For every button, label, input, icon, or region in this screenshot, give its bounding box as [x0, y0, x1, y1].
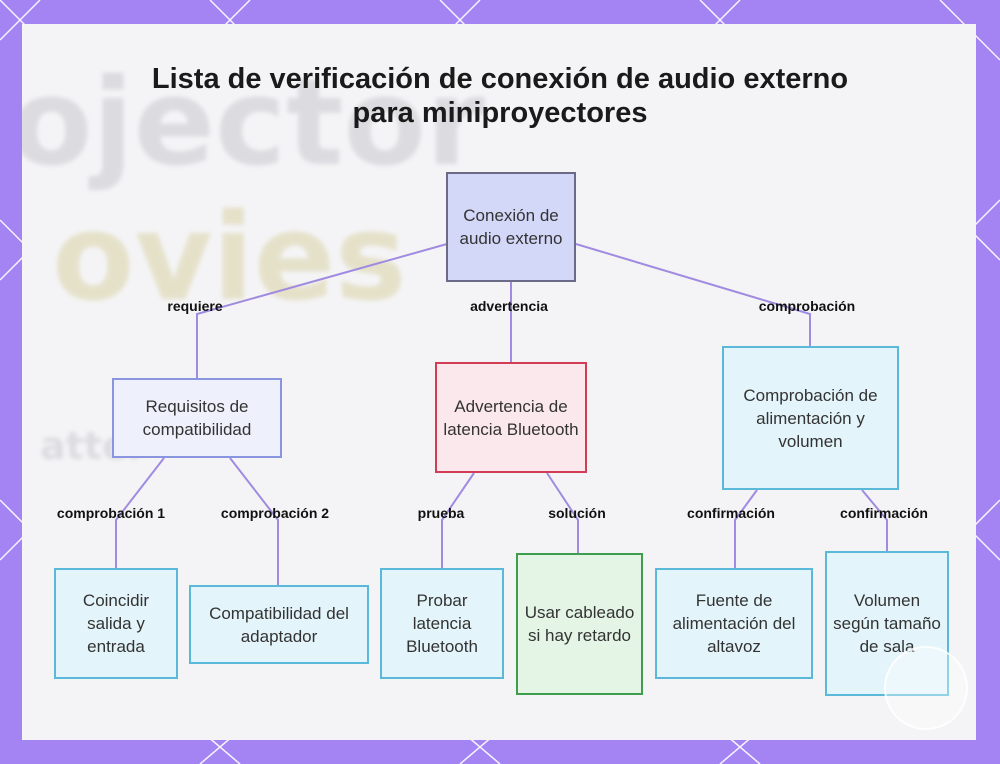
- node-test-bluetooth-latency: Probar latencia Bluetooth: [380, 568, 504, 679]
- edge-label-confirm-2: confirmación: [840, 505, 928, 521]
- node-compatibility-requirements: Requisitos de compatibilidad: [112, 378, 282, 458]
- node-power-volume-check: Comprobación de alimentación y volumen: [722, 346, 899, 490]
- edge-power-speaker: [734, 489, 758, 568]
- edge-label-check: comprobación: [758, 298, 856, 314]
- node-use-wired: Usar cableado si hay retardo: [516, 553, 643, 695]
- edge-label-check-1: comprobación 1: [56, 505, 166, 521]
- diagram-title: Lista de verificación de conexión de aud…: [151, 63, 849, 129]
- edge-power-volume: [861, 489, 888, 551]
- logo-watermark: [884, 646, 968, 730]
- edge-latency-wired: [546, 472, 579, 553]
- node-match-output-input: Coincidir salida y entrada: [54, 568, 178, 679]
- node-root-external-audio: Conexión de audio externo: [446, 172, 576, 282]
- background-watermark-1: ojector: [22, 54, 486, 193]
- edge-label-solution: solución: [548, 505, 606, 521]
- edge-compat-adapter: [229, 457, 279, 585]
- edge-label-confirm-1: confirmación: [687, 505, 775, 521]
- edge-label-requires: requiere: [167, 298, 223, 314]
- edge-root-compat: [196, 243, 448, 378]
- node-speaker-power: Fuente de alimentación del altavoz: [655, 568, 813, 679]
- edge-root-power: [575, 243, 811, 346]
- node-adapter-compatibility: Compatibilidad del adaptador: [189, 585, 369, 664]
- edge-label-test: prueba: [417, 505, 465, 521]
- edge-latency-test: [441, 472, 475, 568]
- node-bluetooth-latency-warning: Advertencia de latencia Bluetooth: [435, 362, 587, 473]
- edge-label-warning: advertencia: [470, 298, 548, 314]
- edge-compat-match: [115, 457, 165, 568]
- edge-label-check-2: comprobación 2: [220, 505, 330, 521]
